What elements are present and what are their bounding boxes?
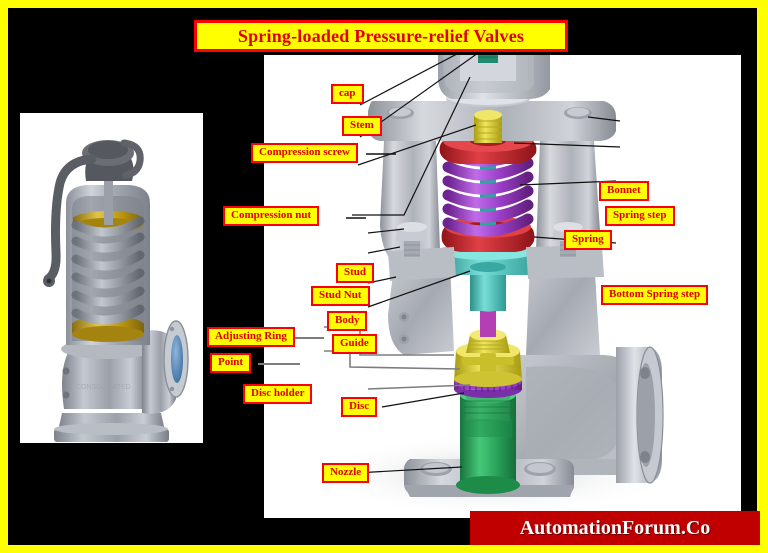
label-compression-screw[interactable]: Compression screw [251, 143, 358, 163]
label-disc-holder[interactable]: Disc holder [243, 384, 313, 404]
valve-photo-panel: CONSOLIDATED [20, 113, 203, 443]
label-bottom-spring-step[interactable]: Bottom Spring step [601, 285, 709, 305]
label-bonnet[interactable]: Bonnet [599, 181, 649, 201]
site-brand-text: AutomationForum.Co [519, 516, 711, 539]
right-yellow-border [757, 8, 768, 545]
valve-photo-image: CONSOLIDATED [43, 139, 189, 442]
page-title-text: Spring-loaded Pressure-relief Valves [237, 25, 525, 46]
site-brand-banner: AutomationForum.Co [470, 511, 760, 545]
label-adjusting-ring[interactable]: Adjusting Ring [207, 327, 295, 347]
label-stem[interactable]: Stem [342, 116, 382, 136]
label-stud[interactable]: Stud [336, 263, 375, 283]
label-spring[interactable]: Spring [564, 230, 612, 250]
label-stud-nut[interactable]: Stud Nut [311, 286, 370, 306]
label-disc[interactable]: Disc [341, 397, 378, 417]
label-point[interactable]: Point [210, 353, 252, 373]
label-cap[interactable]: cap [331, 84, 364, 104]
svg-text:CONSOLIDATED: CONSOLIDATED [76, 384, 131, 391]
label-nozzle[interactable]: Nozzle [322, 463, 370, 483]
label-spring-step[interactable]: Spring step [605, 206, 675, 226]
label-body[interactable]: Body [327, 311, 368, 331]
label-guide[interactable]: Guide [332, 334, 377, 354]
page-title: Spring-loaded Pressure-relief Valves [194, 20, 568, 52]
valve-cad-diagram-image [314, 55, 674, 517]
label-compression-nut[interactable]: Compression nut [223, 206, 320, 226]
